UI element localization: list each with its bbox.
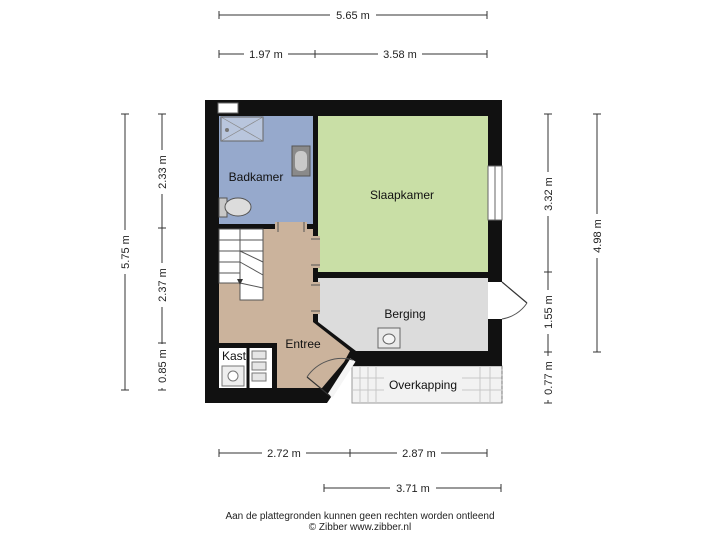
- door-berging-interior: [311, 282, 320, 314]
- dimension-right-total-label: 4.98 m: [592, 219, 604, 253]
- room-label-kast: Kast: [222, 349, 247, 363]
- dimension-bottom-left-label: 2.72 m: [267, 448, 301, 460]
- meter-cupboard: [251, 350, 267, 382]
- dimension-bottom-lower-label: 3.71 m: [396, 483, 430, 495]
- dimension-right-lower-label: 0.77 m: [543, 361, 555, 395]
- dimension-bottom-split: [218, 449, 488, 457]
- dimension-right-inner: [544, 113, 552, 404]
- copyright-text: © Zibber www.zibber.nl: [308, 522, 412, 533]
- room-label-slaapkamer: Slaapkamer: [370, 188, 434, 202]
- room-label-berging: Berging: [384, 307, 425, 321]
- washing-appliance: [377, 327, 401, 349]
- toilet-bathroom: [218, 197, 252, 218]
- dimension-left-upper-label: 2.33 m: [157, 155, 169, 189]
- shower: [220, 116, 264, 142]
- dimension-right-middle-label: 1.55 m: [543, 295, 555, 329]
- door-front-entrance: [306, 357, 356, 398]
- dimension-top-left-label: 1.97 m: [249, 49, 283, 61]
- room-label-entree: Entree: [285, 337, 321, 351]
- bathroom-sink: [291, 145, 311, 177]
- dimension-right-upper-label: 3.32 m: [543, 177, 555, 211]
- dimension-left-total-label: 5.75 m: [120, 235, 132, 269]
- dimension-top-total-label: 5.65 m: [336, 10, 370, 22]
- dimension-left-middle-label: 2.37 m: [157, 268, 169, 302]
- window-slaapkamer: [487, 165, 503, 221]
- door-berging-exterior: [488, 281, 528, 320]
- door-bathroom: [275, 222, 307, 232]
- dimension-left-lower-label: 0.85 m: [157, 349, 169, 383]
- room-label-badkamer: Badkamer: [229, 170, 284, 184]
- dimension-bottom-right-label: 2.87 m: [402, 448, 436, 460]
- door-slaapkamer: [311, 236, 320, 268]
- dimension-top-right-label: 3.58 m: [383, 49, 417, 61]
- room-slaapkamer: [318, 116, 488, 272]
- kast-appliance: [221, 365, 245, 387]
- stair-direction-arrow: [237, 279, 243, 285]
- room-label-overkapping: Overkapping: [389, 378, 457, 392]
- window-bathroom: [217, 102, 239, 114]
- staircase: [218, 228, 264, 301]
- disclaimer-text: Aan de plattegronden kunnen geen rechten…: [225, 511, 495, 522]
- room-berging: [318, 278, 488, 351]
